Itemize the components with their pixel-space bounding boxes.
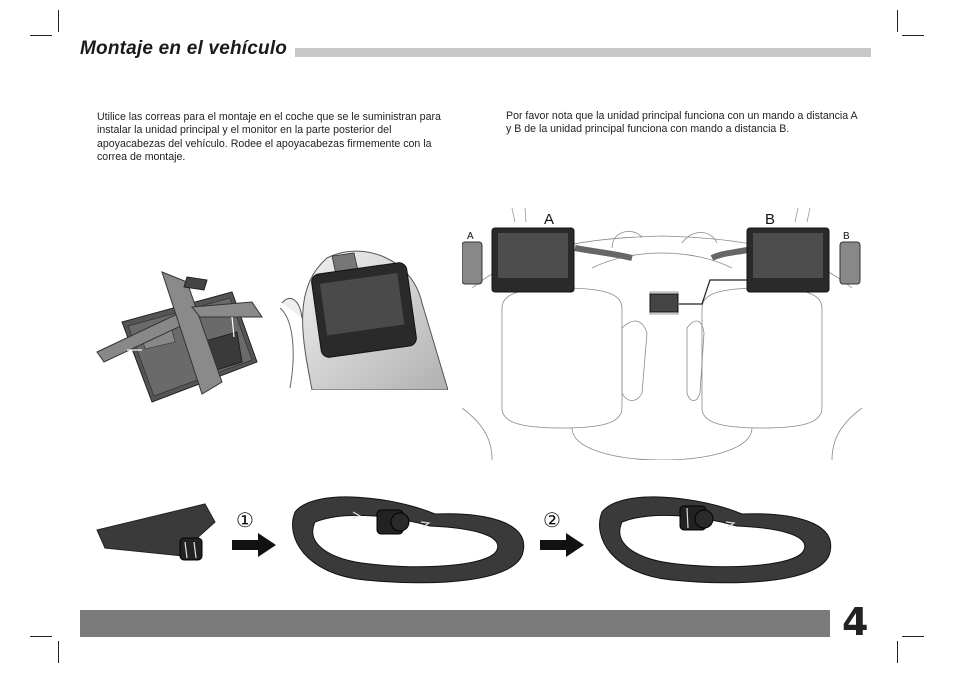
screen-a-label: A	[544, 211, 554, 228]
crop-mark	[30, 636, 52, 637]
crop-mark	[902, 35, 924, 36]
crop-mark	[902, 636, 924, 637]
crop-mark	[58, 10, 59, 32]
headrest-monitor-illustration	[279, 250, 448, 390]
arrow-icon	[232, 533, 276, 557]
unit-strap-illustration	[96, 271, 263, 403]
crop-mark	[897, 10, 898, 32]
arrow-icon	[540, 533, 584, 557]
crop-mark	[897, 641, 898, 663]
page-title: Montaje en el vehículo	[80, 38, 294, 60]
footer-bar	[80, 610, 830, 637]
crop-mark	[30, 35, 52, 36]
remote-a-label: A	[467, 231, 474, 242]
crop-mark	[58, 641, 59, 663]
strap-loop-step2-illustration	[599, 496, 832, 584]
step-2-marker: ②	[543, 508, 561, 532]
page-number: 4	[842, 600, 869, 644]
mounting-instructions-text: Utilice las correas para el montaje en e…	[97, 111, 441, 164]
car-interior-illustration: A B A B	[462, 208, 862, 460]
strap-loop-step1-illustration	[292, 496, 525, 584]
screen-b-label: B	[765, 211, 775, 228]
open-strap-illustration	[96, 503, 216, 561]
remote-control-note-text: Por favor nota que la unidad principal f…	[506, 110, 858, 136]
step-1-marker: ①	[236, 508, 254, 532]
title-rule	[295, 48, 871, 57]
remote-b-label: B	[843, 231, 850, 242]
